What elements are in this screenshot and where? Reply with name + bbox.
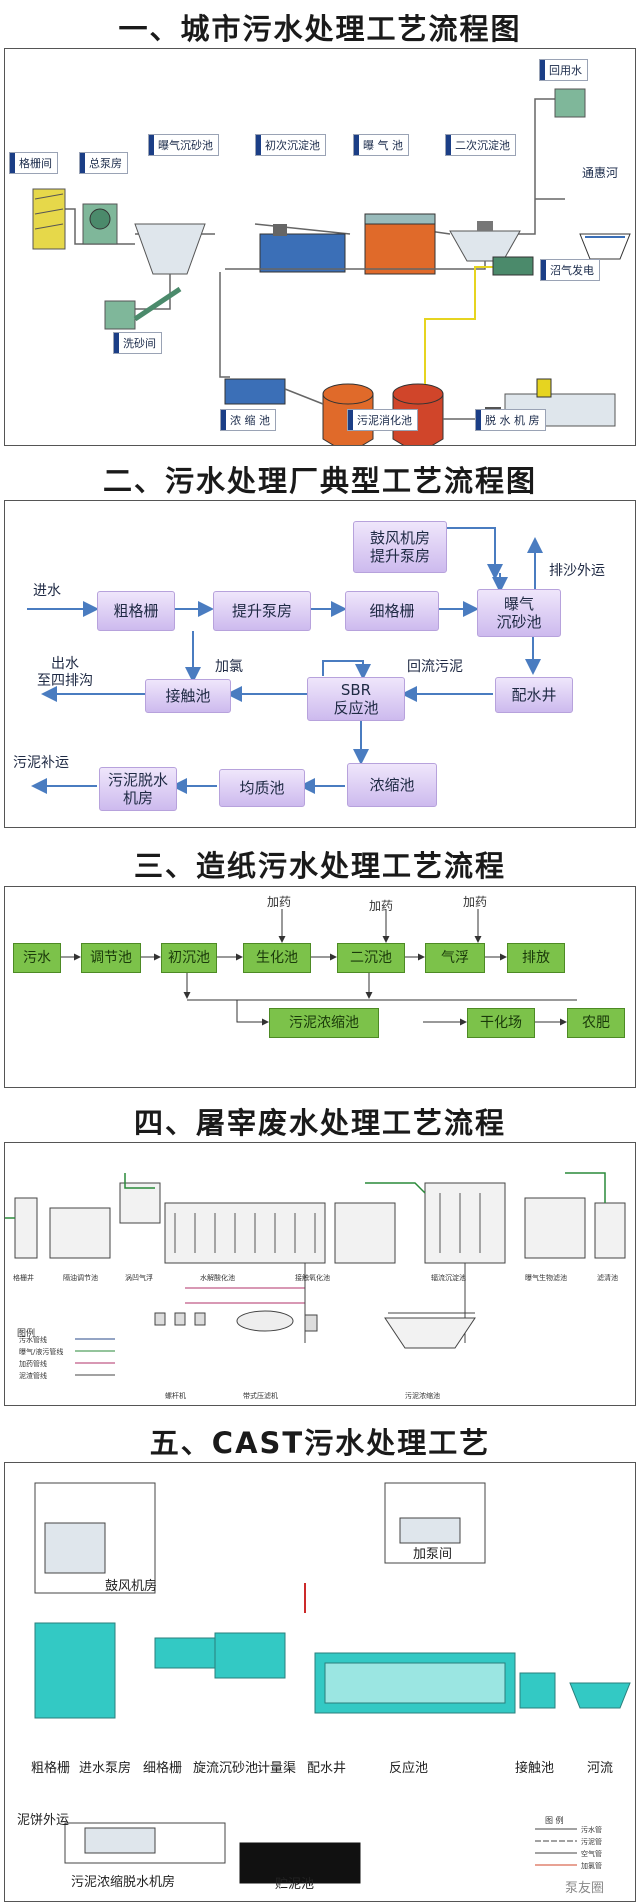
label-dose-1: 加药 [267,895,292,909]
label-screen-well: 格栅井 [13,1274,34,1282]
label-main-pump: 总泵房 [79,152,128,174]
label-sludge-out: 污泥补运 [13,755,69,771]
box-blower-text: 鼓风机房 提升泵房 [369,529,430,565]
section1-title: 一、城市污水处理工艺流程图 [118,12,522,46]
label-hydrolysis: 水解酸化池 [200,1274,235,1282]
label-screw: 螺杆机 [165,1392,186,1400]
box-coarse-screen: 粗格栅 [97,591,175,631]
label-dewatering: 脱 水 机 房 [475,409,546,431]
box-drying-bed: 干化场 [467,1008,535,1038]
slaughter-flow-drawing [5,1172,626,1376]
cast-flow-drawing [34,1482,631,1884]
label-aeration-tank: 曝 气 池 [353,134,409,156]
label-baf: 曝气生物滤池 [525,1274,567,1282]
label-sand-out: 排沙外运 [549,563,605,579]
label-sludge-storage: 贮泥池 [275,1877,315,1892]
box-discharge: 排放 [507,943,565,973]
typical-flow-arrows [27,527,543,794]
label-return-sludge: 回流污泥 [407,659,463,675]
cast-legend-1: 污水管 [581,1826,602,1834]
label-sand-wash: 洗砂间 [113,332,162,354]
section2-title: 二、污水处理厂典型工艺流程图 [102,464,537,498]
label-river: 河流 [587,1761,614,1776]
box-equalization: 均质池 [219,769,305,807]
label-radial-settling: 辐流沉淀池 [431,1274,466,1282]
paper-flow-arrows [59,909,577,1026]
legend-item-3: 加药管线 [19,1360,47,1368]
city-flow-drawing [32,88,631,445]
box-contact-tank: 接触池 [145,679,231,713]
box-sbr: SBR 反应池 [307,677,405,721]
box-wastewater: 污水 [13,943,61,973]
label-cavitation: 涡凹气浮 [125,1274,153,1282]
label-reuse-water: 回用水 [539,59,588,81]
label-cyclone-grit: 旋流沉砂池 [193,1761,259,1776]
box-flotation: 气浮 [425,943,485,973]
section1-diagram: 格栅间 总泵房 曝气沉砂池 初次沉淀池 曝 气 池 二次沉淀池 回用水 通惠河 … [4,48,636,446]
legend-item-1: 污水管线 [19,1336,47,1344]
label-grille-room: 格栅间 [9,152,58,174]
box-sludge-dewater: 污泥脱水 机房 [99,767,177,811]
section2-diagram: 进水 粗格栅 提升泵房 细格栅 曝气 沉砂池 鼓风机房 提升泵房 排沙外运 出水… [4,500,636,828]
watermark-text: 泵友圈 [565,1881,605,1896]
cast-legend-4: 加氯管 [581,1862,602,1870]
label-blower-room: 鼓风机房 [105,1579,158,1594]
section5-title: 五、CAST污水处理工艺 [149,1426,491,1460]
box-sludge-dewater-text: 污泥脱水 机房 [107,771,168,807]
label-secondary-clarifier: 二次沉淀池 [445,134,516,156]
label-clear-tank: 滤清池 [597,1274,618,1282]
label-dose-3: 加药 [463,895,488,909]
cast-legend-3: 空气管 [581,1850,602,1858]
legend-title: 图例 [17,1329,36,1339]
cast-legend-2: 污泥管 [581,1838,602,1846]
legend-item-4: 泥渣管线 [19,1372,47,1380]
box-thickener: 浓缩池 [347,763,437,807]
label-river: 通惠河 [582,166,619,180]
label-dose-2: 加药 [369,899,394,913]
section3-diagram: 污水 调节池 初沉池 生化池 二沉池 气浮 排放 加药 加药 加药 污泥浓缩池 … [4,886,636,1088]
cast-legend-title: 图 例 [545,1816,564,1825]
section3-title: 三、造纸污水处理工艺流程 [133,849,506,883]
label-distribution-well: 配水井 [307,1761,347,1776]
box-regulating-tank: 调节池 [81,943,141,973]
label-metering-flume: 计量渠 [257,1761,297,1776]
box-sbr-text: SBR 反应池 [333,681,379,717]
label-reactor: 反应池 [389,1761,429,1776]
box-distribution-well: 配水井 [495,677,573,713]
box-blower: 鼓风机房 提升泵房 [353,521,447,573]
label-chlorine: 加氯 [215,659,243,675]
label-fine-screen: 细格栅 [143,1761,183,1776]
label-inflow: 进水 [33,583,61,599]
label-digester: 污泥消化池 [347,409,418,431]
box-farm-fertilizer: 农肥 [567,1008,625,1038]
section5-diagram: 鼓风机房 加泵间 粗格栅 进水泵房 细格栅 旋流沉砂池 计量渠 配水井 反应池 … [4,1462,636,1902]
label-oil-tank: 隔油调节池 [63,1274,98,1282]
box-bio-tank: 生化池 [243,943,311,973]
label-outflow-text: 出水 至四排沟 [37,656,93,689]
label-dosing-room: 加泵间 [413,1547,453,1562]
box-secondary-settling: 二沉池 [337,943,405,973]
box-fine-screen: 细格栅 [345,591,439,631]
section4-title: 四、屠宰废水处理工艺流程 [133,1106,506,1140]
label-contact-tank: 接触池 [515,1761,555,1776]
label-dewater-room: 污泥浓缩脱水机房 [71,1875,176,1890]
label-contact-ox: 接触氧化池 [295,1274,330,1282]
box-aerated-grit-text: 曝气 沉砂池 [496,595,542,631]
box-primary-settling: 初沉池 [161,943,217,973]
label-coarse-screen: 粗格栅 [31,1761,71,1776]
label-belt-press: 带式压滤机 [243,1392,278,1400]
label-outflow: 出水 至四排沟 [37,656,93,690]
label-inflow-pump: 进水泵房 [79,1761,132,1776]
label-thickener: 浓 缩 池 [220,409,276,431]
label-aerated-grit: 曝气沉砂池 [148,134,219,156]
box-sludge-thickener: 污泥浓缩池 [269,1008,379,1038]
box-aerated-grit: 曝气 沉砂池 [477,589,561,637]
section4-diagram: 格栅井 隔油调节池 涡凹气浮 水解酸化池 接触氧化池 辐流沉淀池 曝气生物滤池 … [4,1142,636,1406]
label-primary-clarifier: 初次沉淀池 [255,134,326,156]
label-sludge-thickener: 污泥浓缩池 [405,1392,440,1400]
label-biogas: 沼气发电 [540,259,600,281]
legend-item-2: 曝气/液污管线 [19,1348,64,1356]
box-lift-pump: 提升泵房 [213,591,311,631]
label-cake-out: 泥饼外运 [17,1813,70,1828]
